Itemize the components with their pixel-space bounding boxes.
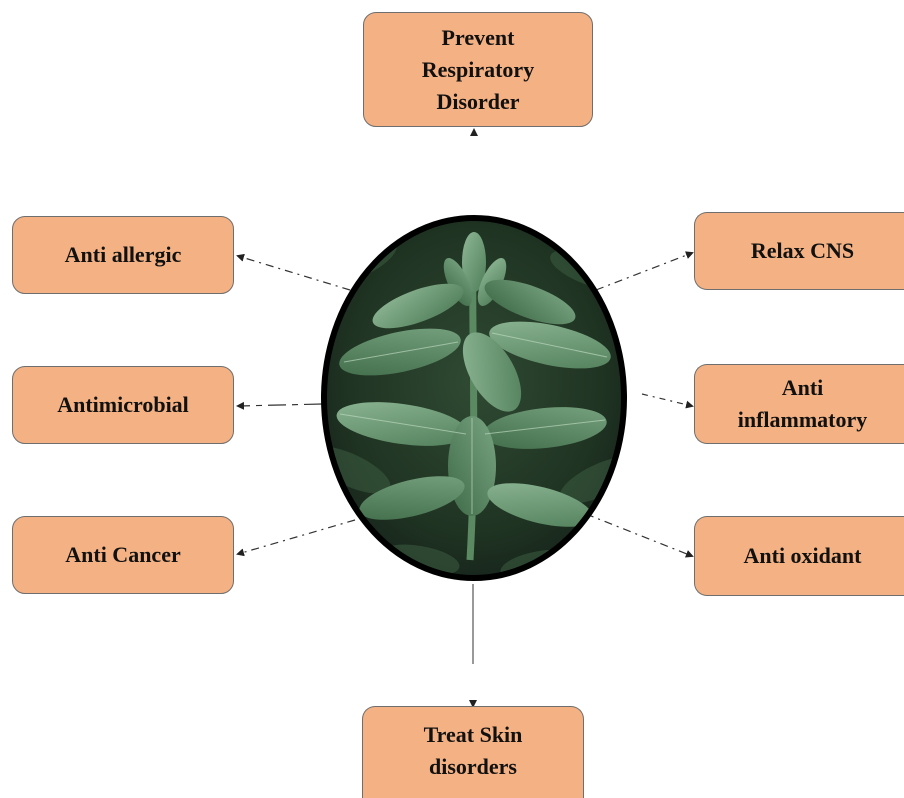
box-anti-oxidant-label: Anti oxidant bbox=[744, 540, 862, 572]
connector-antimicrobial bbox=[238, 404, 322, 406]
connector-anti-cancer bbox=[238, 520, 355, 554]
box-treat-skin-disorders: Treat Skin disorders bbox=[362, 706, 584, 798]
box-relax-cns-label: Relax CNS bbox=[751, 235, 854, 267]
mint-plant-photo bbox=[303, 214, 646, 586]
box-antimicrobial-label: Antimicrobial bbox=[57, 389, 189, 421]
box-anti-cancer-label: Anti Cancer bbox=[65, 539, 180, 571]
box-anti-inflammatory-line1: Anti bbox=[738, 372, 868, 404]
connector-anti-inflammatory bbox=[642, 394, 692, 406]
box-relax-cns: Relax CNS bbox=[694, 212, 904, 290]
box-top-line2: Respiratory bbox=[422, 54, 534, 86]
box-anti-oxidant: Anti oxidant bbox=[694, 516, 904, 596]
box-top-line1: Prevent bbox=[422, 22, 534, 54]
box-antimicrobial: Antimicrobial bbox=[12, 366, 234, 444]
box-prevent-respiratory-disorder: Prevent Respiratory Disorder bbox=[363, 12, 593, 127]
box-anti-inflammatory: Anti inflammatory bbox=[694, 364, 904, 444]
connector-anti-oxidant bbox=[586, 514, 692, 556]
connector-relax-cns bbox=[596, 253, 692, 290]
box-treat-skin-line1: Treat Skin bbox=[424, 719, 523, 751]
box-anti-allergic: Anti allergic bbox=[12, 216, 234, 294]
box-anti-inflammatory-line2: inflammatory bbox=[738, 404, 868, 436]
box-top-line3: Disorder bbox=[422, 86, 534, 118]
arrowhead-top bbox=[470, 128, 478, 136]
connector-anti-allergic bbox=[238, 256, 350, 290]
box-anti-cancer: Anti Cancer bbox=[12, 516, 234, 594]
box-anti-allergic-label: Anti allergic bbox=[65, 239, 182, 271]
box-treat-skin-line2: disorders bbox=[424, 751, 523, 783]
